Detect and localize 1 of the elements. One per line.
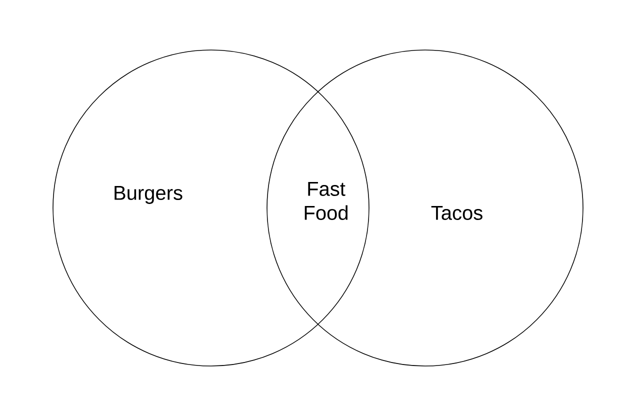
overlap-label: Fast Food (304, 182, 348, 220)
